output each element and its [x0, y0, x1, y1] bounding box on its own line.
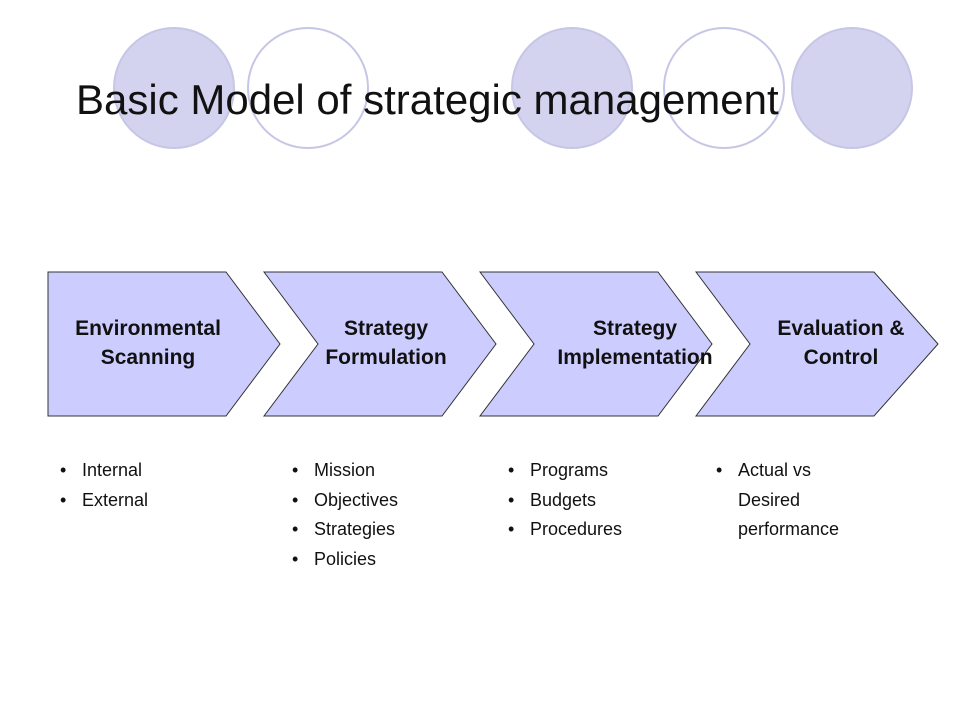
- process-flow: [47, 271, 939, 417]
- stage-3-bullet: Programs: [506, 456, 622, 486]
- page-title: Basic Model of strategic management: [76, 76, 779, 123]
- stage-4-chevron-shape: [695, 271, 939, 417]
- stage-3-bullet: Budgets: [506, 486, 622, 516]
- stage-2-bullet: Objectives: [290, 486, 398, 516]
- stage-2-bullet: Strategies: [290, 515, 398, 545]
- stage-2-chevron-shape: [263, 271, 497, 417]
- stage-2-label: Strategy Formulation: [325, 317, 447, 369]
- stage-4-bullet-list: Actual vs Desired performance: [714, 456, 839, 545]
- stage-1-label: Environmental Scanning: [75, 317, 221, 369]
- stage-3-bullet: Procedures: [506, 515, 622, 545]
- decorative-circle-3-icon: [511, 27, 633, 149]
- stage-1-bullet: Internal: [58, 456, 148, 486]
- stage-1-bullet: External: [58, 486, 148, 516]
- decorative-circles: [113, 27, 913, 149]
- stage-2-bullet: Mission: [290, 456, 398, 486]
- stage-1-bullet-list: Internal External: [58, 456, 148, 515]
- decorative-circle-1-icon: [113, 27, 235, 149]
- stage-3-label: Strategy Implementation: [557, 317, 713, 369]
- decorative-circle-2-icon: [247, 27, 369, 149]
- decorative-circle-4-icon: [663, 27, 785, 149]
- stage-3-bullet-list: Programs Budgets Procedures: [506, 456, 622, 545]
- stage-4-bullet: Actual vs Desired performance: [714, 456, 839, 545]
- stage-4-label: Evaluation & Control: [777, 317, 905, 369]
- stage-1-chevron-shape: [47, 271, 281, 417]
- stage-2-bullet-list: Mission Objectives Strategies Policies: [290, 456, 398, 574]
- stage-3-chevron-shape: [479, 271, 713, 417]
- decorative-circle-5-icon: [791, 27, 913, 149]
- stage-2-bullet: Policies: [290, 545, 398, 575]
